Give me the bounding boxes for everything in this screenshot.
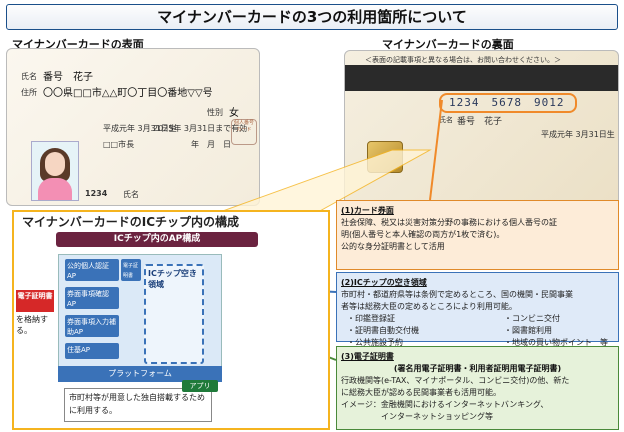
platform-bar: プラットフォーム (58, 366, 222, 382)
box2-item: ・公共施設予約 (347, 338, 403, 347)
front-date-blank: 年 月 日 (191, 140, 231, 149)
box3-title: (3)電子証明書 (341, 352, 394, 361)
card-front: 氏名 番号 花子 住所 〇〇県□□市△△町〇丁目〇番地▽▽号 性別 女 平成元年… (6, 48, 260, 206)
free-area-note: 市町村等が用意した独自搭載するために利用する。 (64, 388, 212, 422)
portrait-photo (31, 141, 79, 201)
box-e-cert: (3)電子証明書 (署名用電子証明書・利用者証明用電子証明書) 行政機関等(e-… (336, 346, 619, 430)
ap-item-kenmen: 券面事項確認AP (65, 287, 119, 309)
front-sex: 女 (229, 108, 239, 119)
front-expiry: 2025年 3月31日まで有効 (153, 124, 248, 133)
number-highlight (439, 93, 577, 113)
box1-title: (1)カード券面 (341, 206, 394, 215)
sex-label: 性別 (207, 108, 223, 117)
box3-subtitle: (署名用電子証明書・利用者証明用電子証明書) (393, 364, 562, 373)
box1-line: 公的な身分証明書として活用 (341, 242, 445, 251)
box1-line: 明(個人番号と本人確認の両方が1枚で済む)。 (341, 230, 505, 239)
name-label: 氏名 (21, 72, 37, 81)
seal-label: 氏名 (123, 190, 139, 199)
card-stamp: 個人番号カード (231, 119, 257, 145)
ap-item-nyuryoku: 券面事項入力補助AP (65, 315, 119, 337)
back-name-label: 氏名 (439, 116, 453, 124)
individual-number: 1234 5678 9012 (449, 96, 565, 109)
back-name: 番号 花子 (457, 117, 503, 127)
back-caption: マイナンバーカードの裏面 (382, 38, 514, 51)
box2-line: 者等は総務大臣の定めるところにより利用可能。 (341, 302, 517, 311)
front-address: 〇〇県□□市△△町〇丁目〇番地▽▽号 (43, 88, 213, 99)
box1-line: 社会保障、税又は災害対策分野の事務における個人番号の証 (341, 218, 557, 227)
box2-items: ・印鑑登録証 ・証明書自動交付機 ・公共施設予約 ・コンビニ交付 ・図書館利用 … (341, 313, 614, 349)
back-header: ＜表面の記載事項と異なる場合は、お問い合わせください。＞ (365, 56, 561, 64)
magnetic-strip (345, 65, 618, 91)
ap-item-denshi-small: 電子証明書 (121, 259, 141, 281)
box3-line: 行政機関等(e-TAX、マイナポータル、コンビニ交付)の他、新た (341, 376, 570, 385)
chip-panel-title: マイナンバーカードのICチップ内の構成 (22, 215, 240, 229)
card-back: ＜表面の記載事項と異なる場合は、お問い合わせください。＞ 1234 5678 9… (344, 50, 619, 205)
box2-item: ・地域の買い物ポイント 等 (504, 338, 608, 347)
front-issuer: □□市長 (103, 140, 135, 149)
ap-header: ICチップ内のAP構成 (56, 232, 258, 247)
denshi-badge: 電子証明書 (16, 290, 54, 312)
box2-item: ・証明書自動交付機 (347, 326, 419, 335)
app-badge: アプリ (182, 380, 218, 392)
front-name: 番号 花子 (43, 72, 93, 83)
box2-line: 市町村・都道府県等は条例で定めるところ、国の機関・民間事業 (341, 290, 573, 299)
box3-line: インターネットショッピング等 (341, 412, 493, 421)
front-serial: 1234 (85, 189, 108, 198)
chip-free-area: ICチップ空き領域 (144, 264, 204, 364)
ap-item-koteki: 公的個人認証AP (65, 259, 119, 281)
box2-item: ・図書館利用 (504, 326, 552, 335)
denshi-note: を格納する。 (16, 315, 48, 335)
box2-item: ・印鑑登録証 (347, 314, 395, 323)
box3-line: に総務大臣が認める民間事業者も活用可能。 (341, 388, 501, 397)
page-title: マイナンバーカードの3つの利用箇所について (6, 4, 618, 30)
box-card-face: (1)カード券面 社会保障、税又は災害対策分野の事務における個人番号の証 明(個… (336, 200, 619, 270)
ap-item-juki: 住基AP (65, 343, 119, 359)
box-chip-free: (2)ICチップの空き領域 市町村・都道府県等は条例で定めるところ、国の機関・民… (336, 272, 619, 347)
front-caption: マイナンバーカードの表面 (12, 38, 144, 51)
box2-title: (2)ICチップの空き領域 (341, 278, 427, 287)
front-birth: 平成元年 3月31日生 (103, 124, 177, 133)
box2-item: ・コンビニ交付 (504, 314, 560, 323)
box3-line: イメージ：金融機関におけるインターネットバンキング、 (341, 400, 549, 409)
address-label: 住所 (21, 88, 37, 97)
back-birth: 平成元年 3月31日生 (541, 130, 615, 139)
